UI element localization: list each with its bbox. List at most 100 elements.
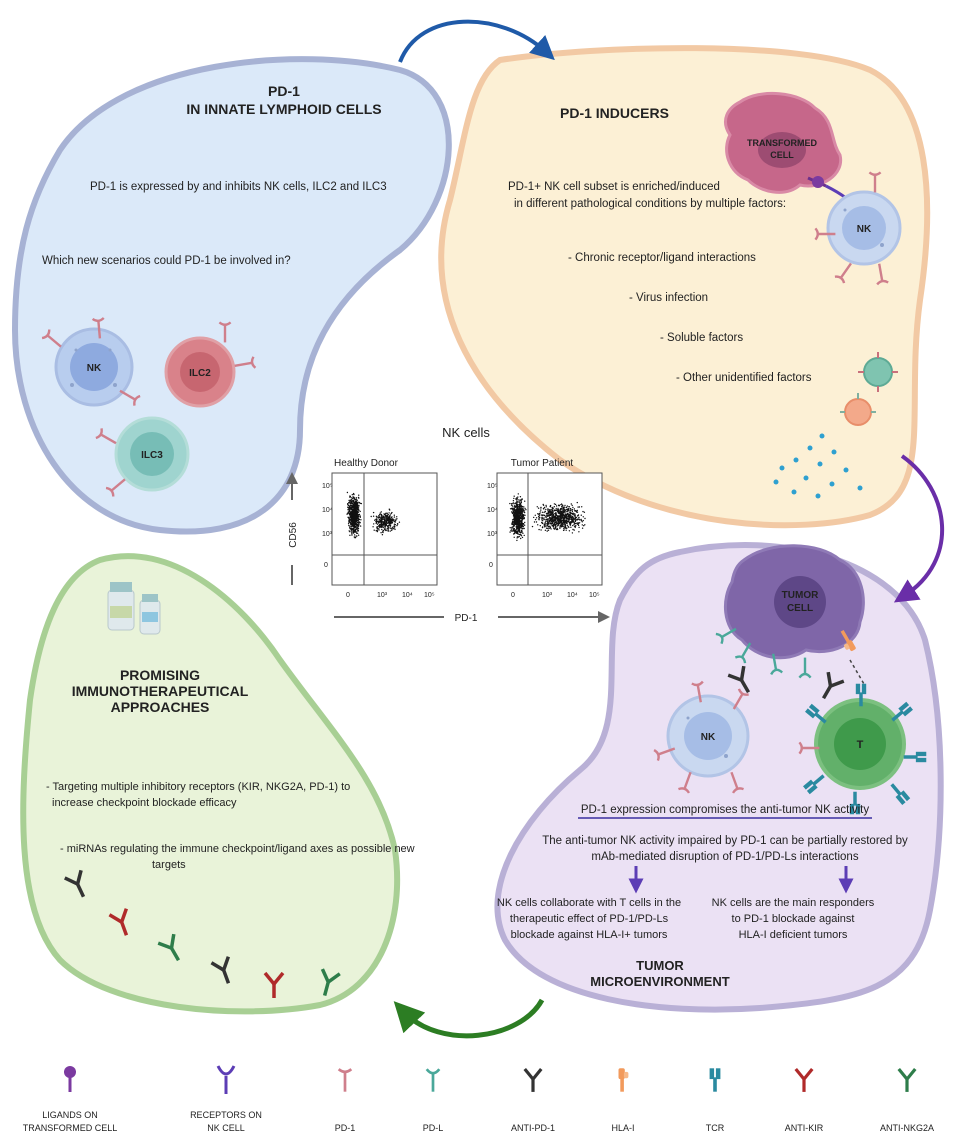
flow-event-dot — [347, 506, 349, 508]
flow-event-dot — [352, 497, 354, 500]
tumor-headline: PD-1 expression compromises the anti-tum… — [581, 804, 869, 816]
approaches-item2-line2: targets — [152, 859, 186, 871]
flow-event-dot — [569, 521, 572, 523]
legend-anti-kir: ANTI-KIR — [785, 1067, 824, 1133]
flow-event-dot — [521, 522, 523, 524]
flow-event-dot — [354, 516, 356, 518]
flow-event-dot — [353, 527, 355, 530]
flow-event-dot — [551, 516, 553, 518]
flow-event-dot — [353, 529, 355, 531]
flow-ytick-6: 10⁴ — [487, 507, 498, 514]
legend-ligand-line2: TRANSFORMED CELL — [23, 1123, 118, 1133]
flow-event-dot — [560, 518, 562, 520]
flow-event-dot — [354, 537, 356, 539]
flow-event-dot — [582, 519, 584, 522]
flow-event-dot — [383, 528, 386, 530]
flow-event-dot — [351, 531, 353, 533]
flow-event-dot — [569, 518, 571, 520]
flow-event-dot — [559, 521, 562, 523]
flow-event-dot — [564, 513, 566, 515]
flow-event-dot — [557, 515, 560, 517]
flow-event-dot — [520, 509, 523, 511]
flow-event-dot — [388, 512, 390, 514]
flow-event-dot — [522, 514, 524, 516]
flow-event-dot — [381, 534, 384, 536]
flow-event-dot — [547, 529, 550, 531]
flow-event-dot — [347, 516, 350, 519]
innate-panel: PD-1 IN INNATE LYMPHOID CELLS PD-1 is ex… — [11, 56, 452, 535]
flow-event-dot — [352, 505, 354, 507]
flow-event-dot — [549, 505, 551, 508]
flow-event-dot — [569, 512, 571, 515]
flow-event-dot — [568, 506, 571, 508]
flow-event-dot — [557, 508, 559, 510]
flow-event-dot — [542, 518, 544, 520]
flow-event-dot — [522, 528, 524, 530]
flow-event-dot — [560, 503, 563, 505]
flow-event-dot — [348, 524, 350, 527]
flow-event-dot — [555, 505, 558, 507]
flow-event-dot — [518, 499, 520, 501]
flow-event-dot — [515, 511, 517, 513]
flow-xtick-4: 10⁵ — [424, 592, 435, 599]
flow-event-dot — [558, 511, 560, 514]
flow-event-dot — [556, 510, 558, 512]
flow-event-dot — [548, 527, 550, 530]
flow-event-dot — [556, 519, 559, 521]
flow-title: NK cells — [442, 425, 490, 440]
flow-event-dot — [510, 528, 513, 530]
flow-ytick-4: 0 — [324, 562, 328, 569]
flow-xtick-5: 0 — [511, 592, 515, 599]
legend-pd1-label: PD-1 — [335, 1123, 356, 1133]
flow-event-dot — [519, 511, 521, 513]
flow-event-dot — [510, 529, 512, 532]
flow-event-dot — [573, 529, 575, 531]
flow-event-dot — [354, 518, 357, 520]
flow-event-dot — [516, 500, 518, 502]
flow-event-dot — [354, 505, 357, 507]
flow-event-dot — [388, 508, 390, 510]
flow-event-dot — [556, 509, 558, 511]
flow-event-dot — [561, 508, 563, 510]
flow-event-dot — [542, 520, 544, 522]
tumor-cell: TUMOR CELL — [714, 544, 865, 679]
flow-event-dot — [351, 530, 353, 532]
flow-event-dot — [514, 530, 516, 533]
flow-event-dot — [563, 527, 565, 529]
flow-event-dot — [566, 516, 568, 518]
flow-event-dot — [521, 520, 523, 522]
flow-event-dot — [553, 503, 556, 505]
flow-event-dot — [536, 506, 538, 508]
flow-event-dot — [571, 516, 573, 518]
nk-cell-inducers: NK — [814, 171, 902, 286]
flow-event-dot — [571, 520, 574, 522]
flow-event-dot — [515, 517, 518, 520]
flow-event-dot — [579, 519, 581, 521]
flow-event-dot — [349, 495, 352, 498]
flow-event-dot — [567, 516, 569, 518]
flow-event-dot — [357, 525, 359, 528]
flow-event-dot — [569, 523, 571, 525]
legend-tcr-label: TCR — [706, 1123, 725, 1133]
flow-event-dot — [512, 500, 515, 502]
inducers-intro-line1: PD-1+ NK cell subset is enriched/induced — [508, 181, 720, 193]
flow-event-dot — [372, 526, 374, 528]
flow-event-dot — [352, 511, 355, 513]
approaches-title-line3: APPROACHES — [111, 699, 210, 715]
flow-event-dot — [372, 511, 375, 514]
flow-event-dot — [378, 514, 380, 517]
flow-event-dot — [534, 518, 537, 521]
flow-event-dot — [541, 526, 544, 529]
flow-event-dot — [349, 515, 352, 518]
flow-event-dot — [354, 503, 356, 506]
flow-event-dot — [360, 502, 362, 505]
flow-event-dot — [382, 526, 384, 528]
flow-event-dot — [573, 508, 576, 510]
flow-event-dot — [384, 518, 386, 520]
flow-event-dot — [393, 516, 396, 518]
flow-event-dot — [547, 522, 549, 524]
flow-event-dot — [564, 523, 566, 526]
flow-event-dot — [547, 514, 549, 516]
flow-event-dot — [373, 529, 375, 531]
flow-event-dot — [553, 527, 555, 530]
